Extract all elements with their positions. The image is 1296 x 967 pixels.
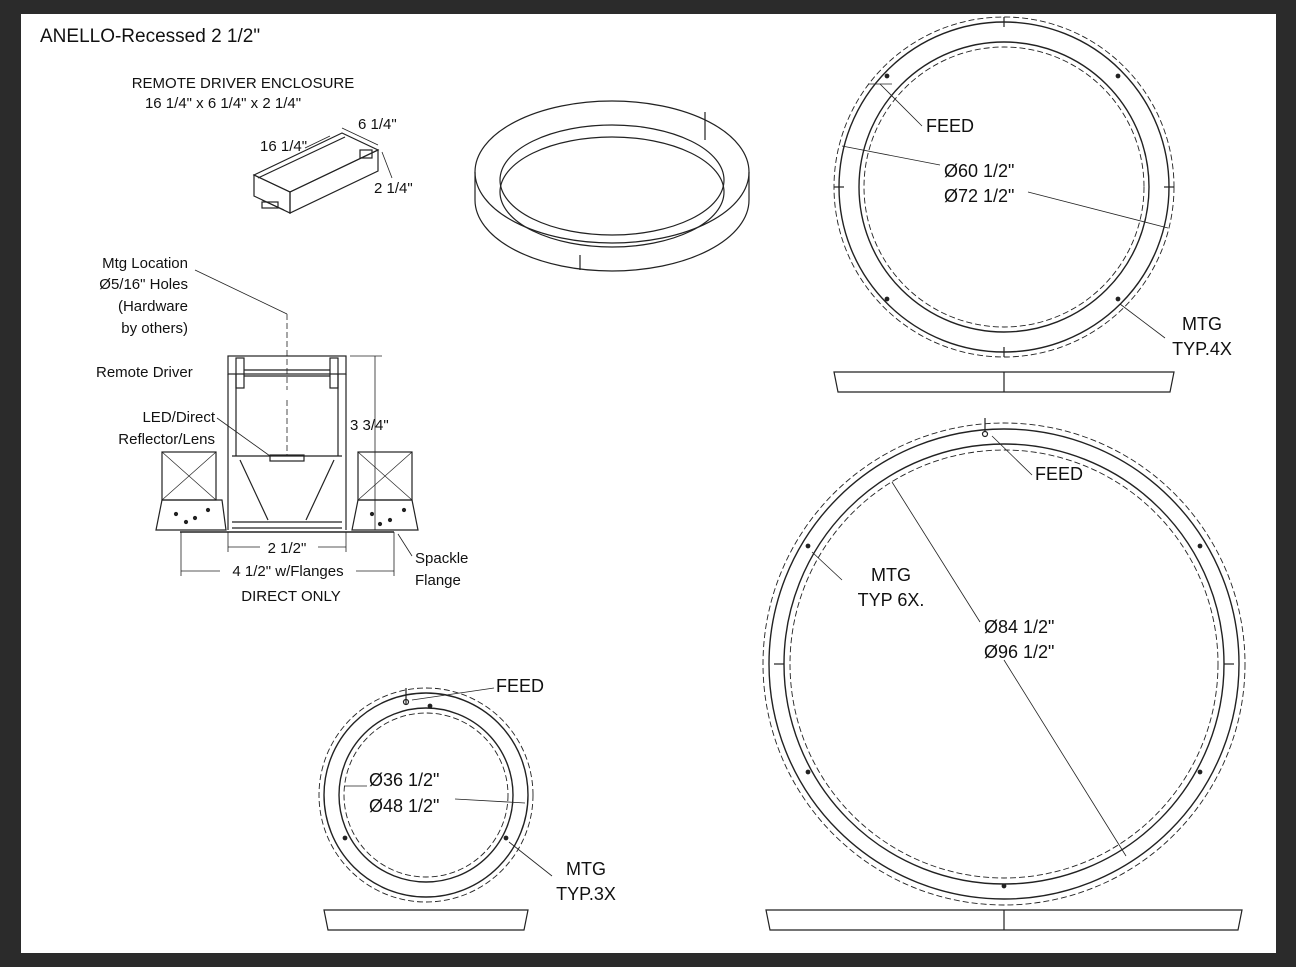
ring60-mtg-typ: TYP.4X: [1172, 339, 1232, 359]
section-caption: DIRECT ONLY: [241, 588, 340, 605]
ring-60-plan: FEED Ø60 1/2" Ø72 1/2" MTG TYP.4X: [833, 16, 1232, 393]
ring36-mtg-label: MTG: [566, 859, 606, 879]
ring60-feed-label: FEED: [926, 116, 974, 136]
flange-label: Flange: [415, 572, 461, 589]
enclosure-length-label: 16 1/4": [260, 138, 307, 155]
ring-36-plan: FEED Ø36 1/2" Ø48 1/2" MTG TYP.3X: [318, 676, 616, 931]
ring36-mtg-typ: TYP.3X: [556, 884, 616, 904]
ring36-feed-label: FEED: [496, 676, 544, 696]
ring60-inner-dia: Ø60 1/2": [944, 161, 1014, 181]
spackle-label: Spackle: [415, 550, 468, 567]
ring36-outer-dia: Ø48 1/2": [369, 796, 439, 816]
cross-section-detail: Mtg Location Ø5/16" Holes (Hardware by o…: [96, 255, 468, 605]
mtg-location-line2: Ø5/16" Holes: [99, 276, 188, 293]
ring36-inner-dia: Ø36 1/2": [369, 770, 439, 790]
ring84-feed-label: FEED: [1035, 464, 1083, 484]
aperture-dim-label: 2 1/2": [268, 540, 307, 557]
section-height-label: 3 3/4": [350, 417, 389, 434]
ring84-mtg-label: MTG: [871, 565, 911, 585]
remote-driver-label: Remote Driver: [96, 364, 193, 381]
overall-dim-label: 4 1/2" w/Flanges: [232, 563, 343, 580]
drawing-sheet: ANELLO-Recessed 2 1/2" REMOTE DRIVER ENC…: [21, 14, 1276, 953]
ring84-outer-dia: Ø96 1/2": [984, 642, 1054, 662]
ring84-mtg-typ: TYP 6X.: [858, 590, 925, 610]
ring60-outer-dia: Ø72 1/2": [944, 186, 1014, 206]
enclosure-heading: REMOTE DRIVER ENCLOSURE: [132, 75, 355, 92]
technical-drawing: ANELLO-Recessed 2 1/2" REMOTE DRIVER ENC…: [40, 16, 1246, 931]
mtg-location-line3: (Hardware: [118, 298, 188, 315]
enclosure-dimensions: 16 1/4" x 6 1/4" x 2 1/4": [145, 95, 301, 112]
ring60-mtg-label: MTG: [1182, 314, 1222, 334]
enclosure-height-label: 2 1/4": [374, 180, 413, 197]
led-direct-label: LED/Direct: [142, 409, 215, 426]
ring-84-plan: FEED MTG TYP 6X. Ø84 1/2" Ø96 1/2": [762, 418, 1246, 931]
isometric-ring-view: [474, 100, 750, 272]
mtg-location-line1: Mtg Location: [102, 255, 188, 272]
drawing-title: ANELLO-Recessed 2 1/2": [40, 26, 260, 47]
enclosure-width-label: 6 1/4": [358, 116, 397, 133]
mtg-location-line4: by others): [121, 320, 188, 337]
reflector-lens-label: Reflector/Lens: [118, 431, 215, 448]
remote-driver-enclosure: REMOTE DRIVER ENCLOSURE 16 1/4" x 6 1/4"…: [132, 75, 413, 214]
ring84-inner-dia: Ø84 1/2": [984, 617, 1054, 637]
